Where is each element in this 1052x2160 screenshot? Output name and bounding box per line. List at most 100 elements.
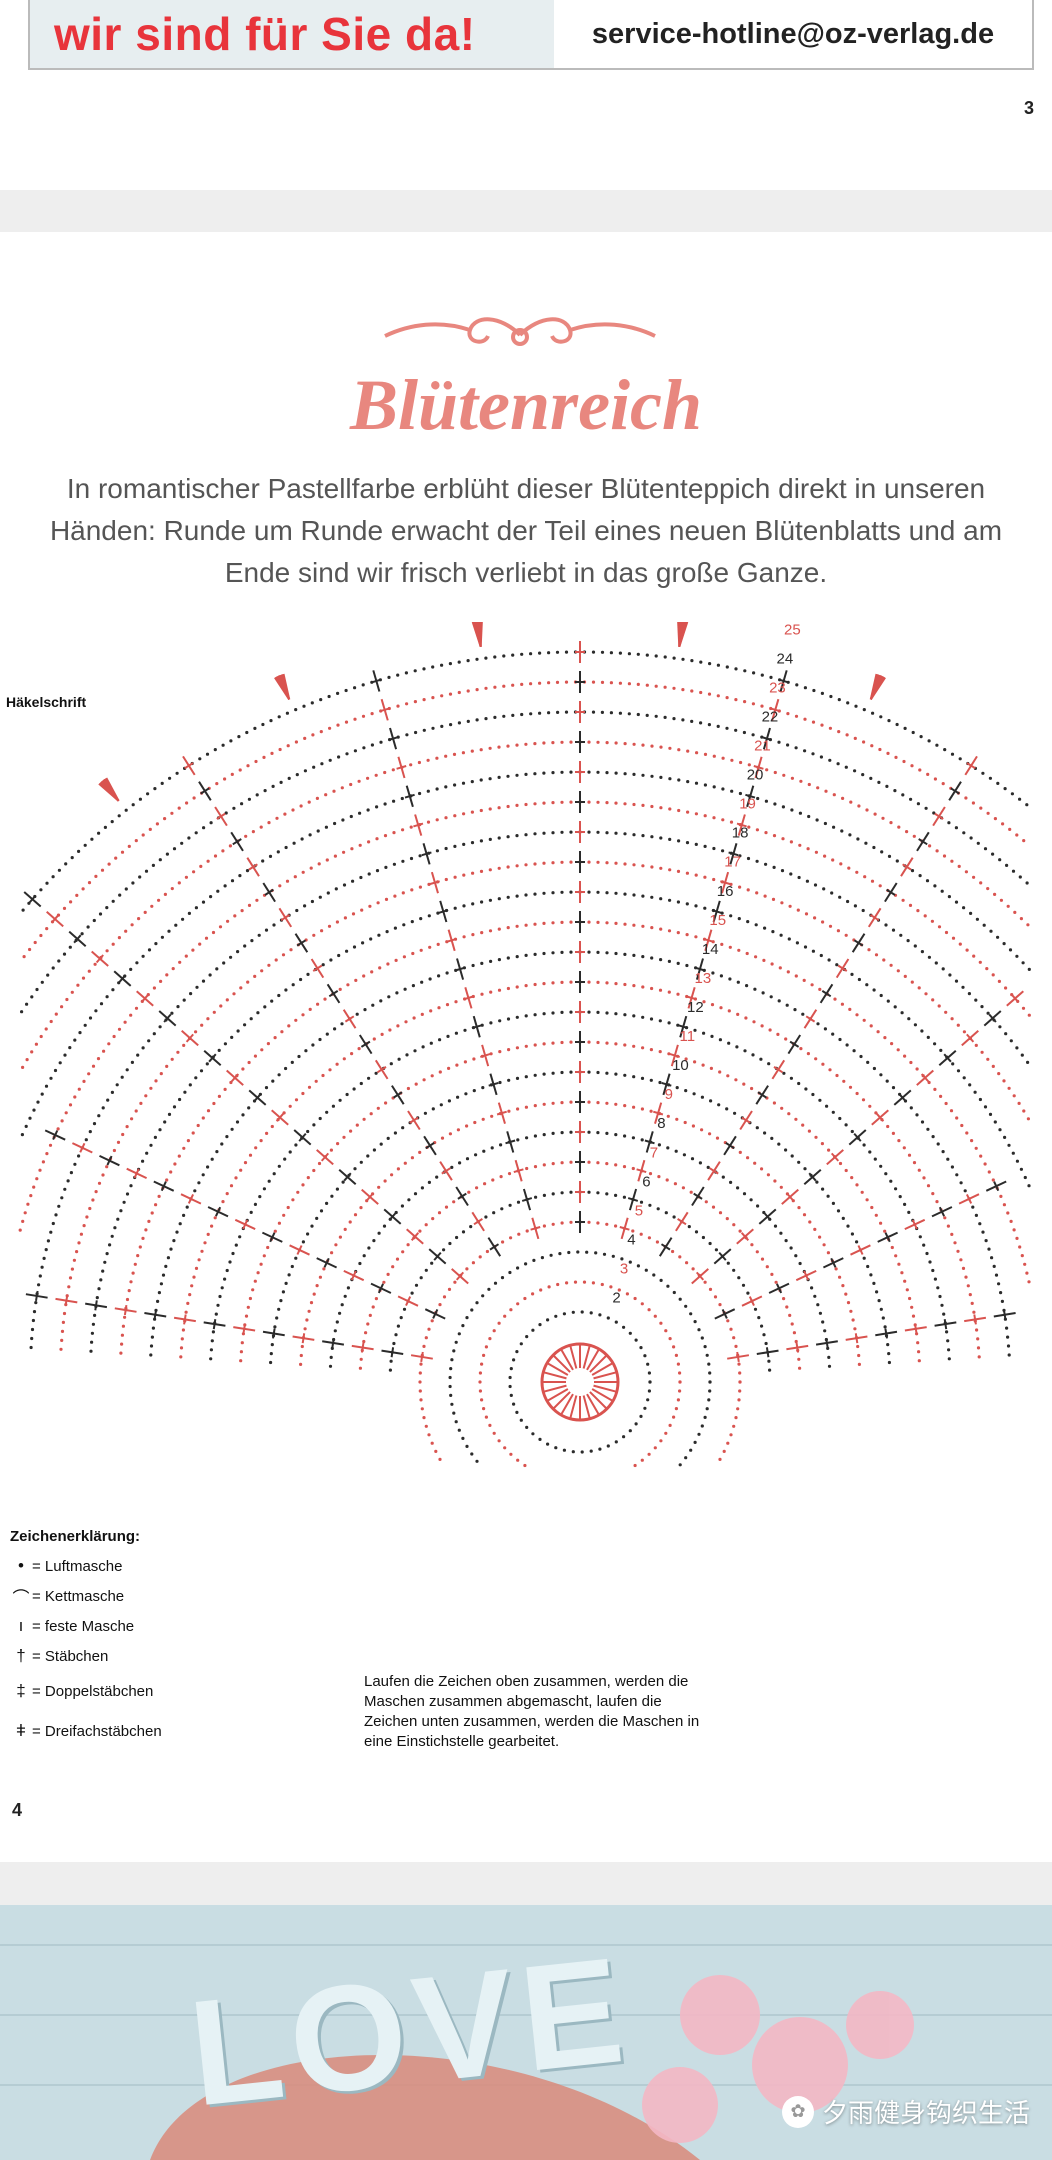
chain-dot (582, 1280, 587, 1284)
chain-dot (542, 771, 546, 775)
chain-dot (444, 816, 448, 820)
chain-dot (335, 1320, 339, 1324)
chain-dot (366, 1322, 370, 1326)
chain-dot (874, 1111, 878, 1115)
chain-dot (913, 1023, 918, 1027)
chain-dot (392, 799, 396, 803)
chain-dot (979, 806, 983, 810)
chain-dot (640, 1458, 644, 1462)
chain-dot (223, 1277, 227, 1281)
chain-dot (453, 875, 457, 879)
stitch-symbol (756, 1347, 779, 1358)
chain-dot (216, 889, 220, 893)
chain-dot (838, 1275, 842, 1279)
chain-dot (461, 1436, 465, 1440)
chain-dot (769, 995, 773, 999)
chain-dot (540, 1256, 545, 1260)
chain-dot (445, 971, 449, 975)
stitch-symbol (822, 1257, 844, 1269)
chain-dot (1021, 961, 1025, 965)
chain-dot (113, 1226, 117, 1230)
chain-dot (609, 681, 614, 685)
chain-dot (210, 1339, 214, 1343)
chain-dot (853, 904, 858, 908)
chain-dot (784, 1239, 788, 1243)
chain-dot (165, 852, 169, 856)
chain-dot (694, 873, 698, 877)
chain-dot (676, 900, 681, 904)
chain-dot (121, 1324, 125, 1328)
chain-dot (493, 1281, 498, 1285)
chain-dot (239, 986, 243, 990)
chain-dot (75, 1250, 79, 1254)
chain-dot (725, 665, 729, 669)
chain-dot (618, 681, 623, 685)
chain-dot (150, 904, 154, 908)
chain-dot (711, 1205, 716, 1209)
chain-dot (935, 849, 939, 853)
chain-dot (181, 1328, 185, 1332)
chain-dot (249, 1017, 253, 1021)
chain-dot (931, 1268, 935, 1273)
stitch-symbol (703, 929, 714, 952)
chain-dot (413, 700, 417, 704)
stitch-symbol (867, 907, 882, 928)
chain-dot (641, 1015, 645, 1019)
chain-dot (221, 743, 225, 747)
chain-dot (667, 959, 672, 963)
chain-dot (444, 754, 448, 758)
chain-dot (533, 982, 537, 987)
chain-dot (996, 935, 1000, 939)
chain-dot (285, 879, 290, 883)
chain-dot (67, 1285, 71, 1289)
chain-dot (677, 748, 681, 752)
chain-dot (628, 1331, 632, 1335)
banner-email[interactable]: service-hotline@oz-verlag.de (591, 17, 995, 50)
chain-dot (246, 1305, 250, 1309)
chain-dot (402, 955, 406, 959)
stitch-symbol (44, 1129, 66, 1141)
chain-dot (647, 1236, 652, 1240)
chain-dot (272, 1172, 276, 1176)
chain-dot (268, 854, 273, 858)
stitch-symbol (292, 1333, 315, 1344)
chain-dot (883, 1229, 887, 1233)
chain-dot (353, 749, 357, 753)
chain-dot (777, 999, 781, 1003)
chain-dot (614, 1163, 618, 1167)
chain-dot (542, 982, 546, 986)
chain-dot (310, 899, 314, 904)
chain-dot (300, 1344, 304, 1349)
chain-dot (405, 1053, 409, 1057)
chain-dot (569, 1160, 573, 1164)
stitch-symbol (961, 1030, 979, 1047)
chain-dot (943, 1216, 947, 1220)
chain-dot (324, 825, 328, 829)
chain-dot (29, 1345, 33, 1350)
round-number: 22 (762, 708, 779, 725)
chain-dot (532, 1258, 536, 1262)
chain-dot (410, 920, 414, 924)
chain-dot (253, 726, 257, 730)
chain-dot (997, 1282, 1001, 1286)
chain-dot (940, 1303, 944, 1307)
chain-dot (728, 945, 732, 949)
chain-dot (506, 865, 510, 869)
chain-dot (83, 1023, 87, 1027)
chain-dot (614, 1012, 618, 1016)
chain-dot (401, 828, 405, 832)
chain-dot (234, 1243, 238, 1247)
chain-dot (524, 802, 528, 807)
chain-dot (112, 1148, 116, 1153)
chain-dot (837, 730, 841, 734)
chain-dot (187, 911, 191, 915)
chain-dot (106, 1098, 110, 1102)
chain-dot (650, 835, 654, 839)
chain-dot (449, 1393, 453, 1397)
chain-dot (614, 1440, 618, 1444)
chain-dot (667, 1021, 671, 1025)
chain-dot (756, 1204, 760, 1208)
chain-dot (806, 1052, 811, 1056)
chain-dot (368, 904, 372, 908)
chain-dot (931, 1192, 935, 1196)
